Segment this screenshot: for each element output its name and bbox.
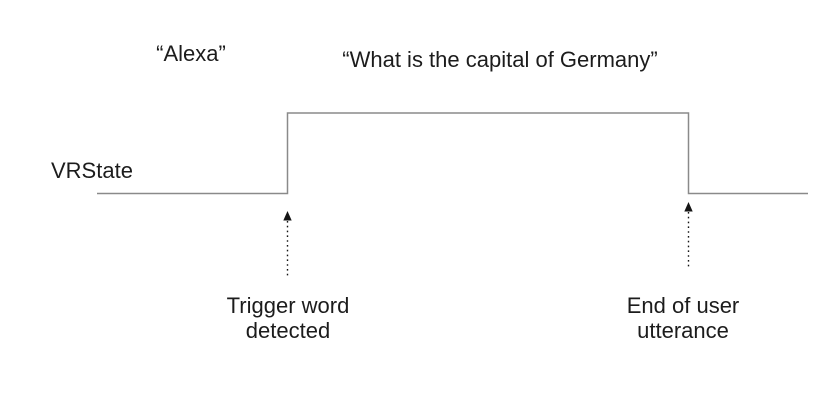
end-annotation: End of user utterance — [626, 293, 740, 343]
end-utterance-arrow-icon — [684, 202, 693, 268]
trigger-word-arrow-icon — [283, 211, 292, 278]
trigger-phrase-label: “Alexa” — [156, 41, 226, 66]
signal-name-label: VRState — [51, 158, 133, 183]
vrstate-signal-line — [97, 112, 808, 195]
utterance-phrase-label: “What is the capital of Germany” — [342, 47, 658, 72]
trigger-annotation: Trigger word detected — [226, 293, 350, 343]
